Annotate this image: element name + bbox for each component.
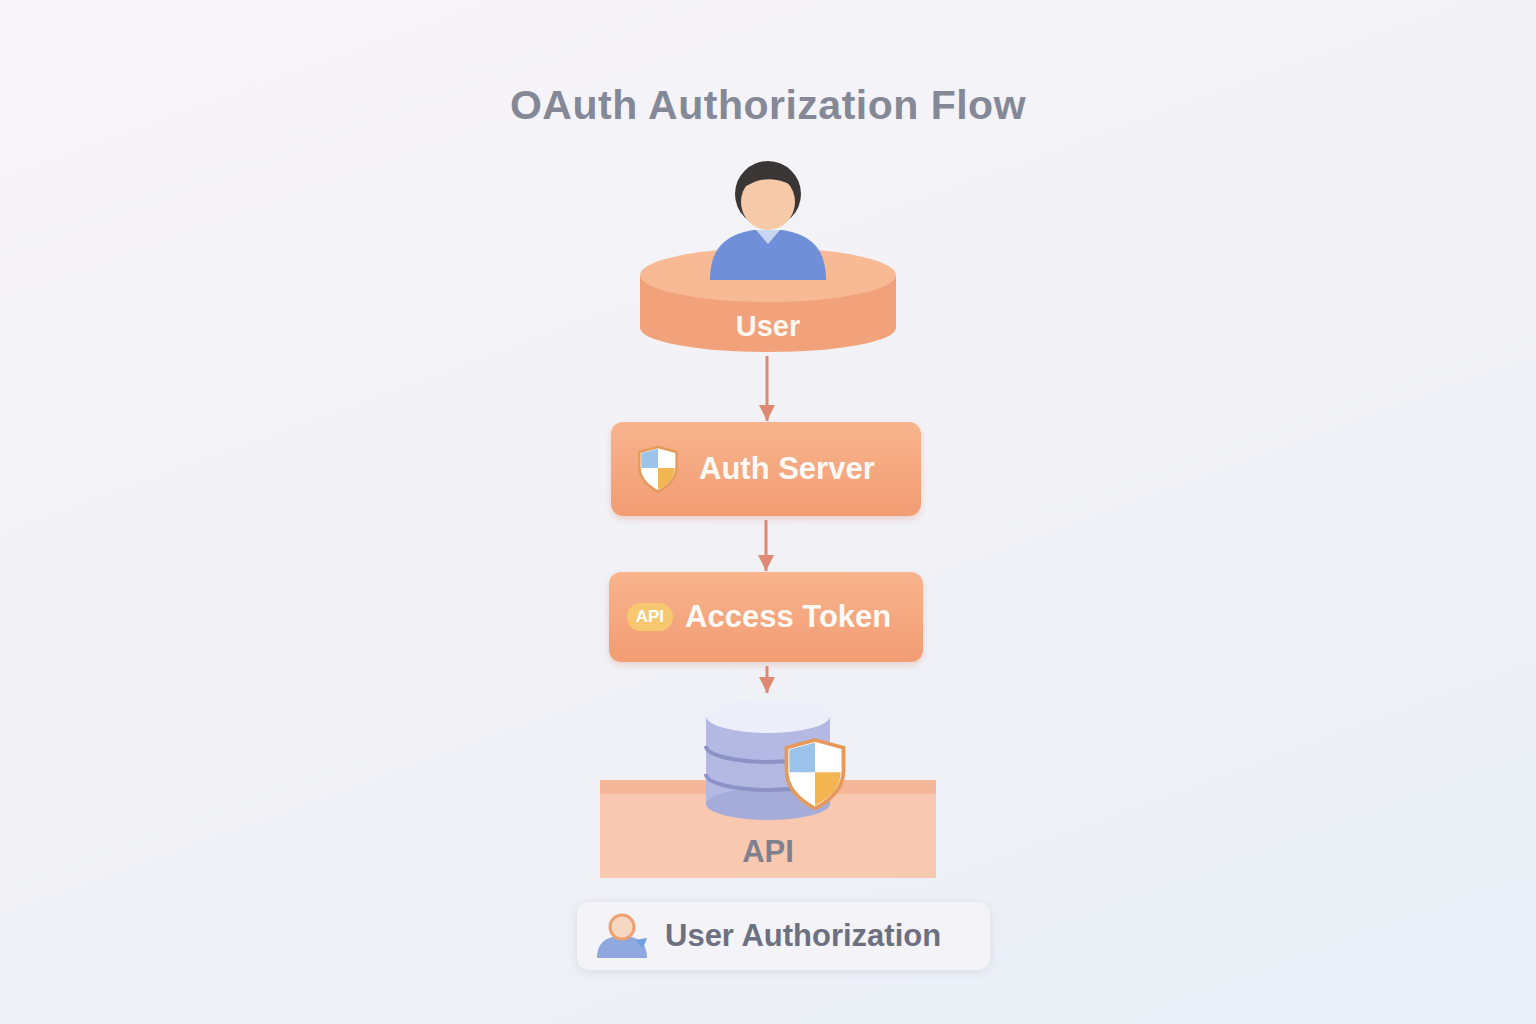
node-label: User Authorization bbox=[665, 918, 941, 954]
flow-arrow bbox=[766, 356, 769, 421]
process-box: API Access Token bbox=[609, 572, 924, 662]
authorization-tag: User Authorization bbox=[577, 902, 990, 970]
api-node: API bbox=[600, 694, 936, 878]
badge-label: API bbox=[627, 603, 673, 631]
shield-icon bbox=[639, 447, 676, 492]
diagram-title: OAuth Authorization Flow bbox=[0, 82, 1536, 129]
flow-arrow bbox=[765, 666, 768, 693]
node-label: Access Token bbox=[685, 599, 891, 635]
node-label: API bbox=[742, 834, 794, 870]
node-label: Auth Server bbox=[699, 451, 875, 487]
shield-icon bbox=[787, 740, 844, 808]
platform bbox=[600, 780, 936, 878]
user-node: User bbox=[640, 150, 896, 352]
flow-arrow bbox=[764, 520, 767, 571]
person-body bbox=[710, 230, 826, 280]
process-box: Auth Server bbox=[611, 422, 921, 516]
node-label: User bbox=[736, 309, 801, 343]
node-shape bbox=[611, 422, 701, 516]
node-shape bbox=[577, 902, 667, 970]
